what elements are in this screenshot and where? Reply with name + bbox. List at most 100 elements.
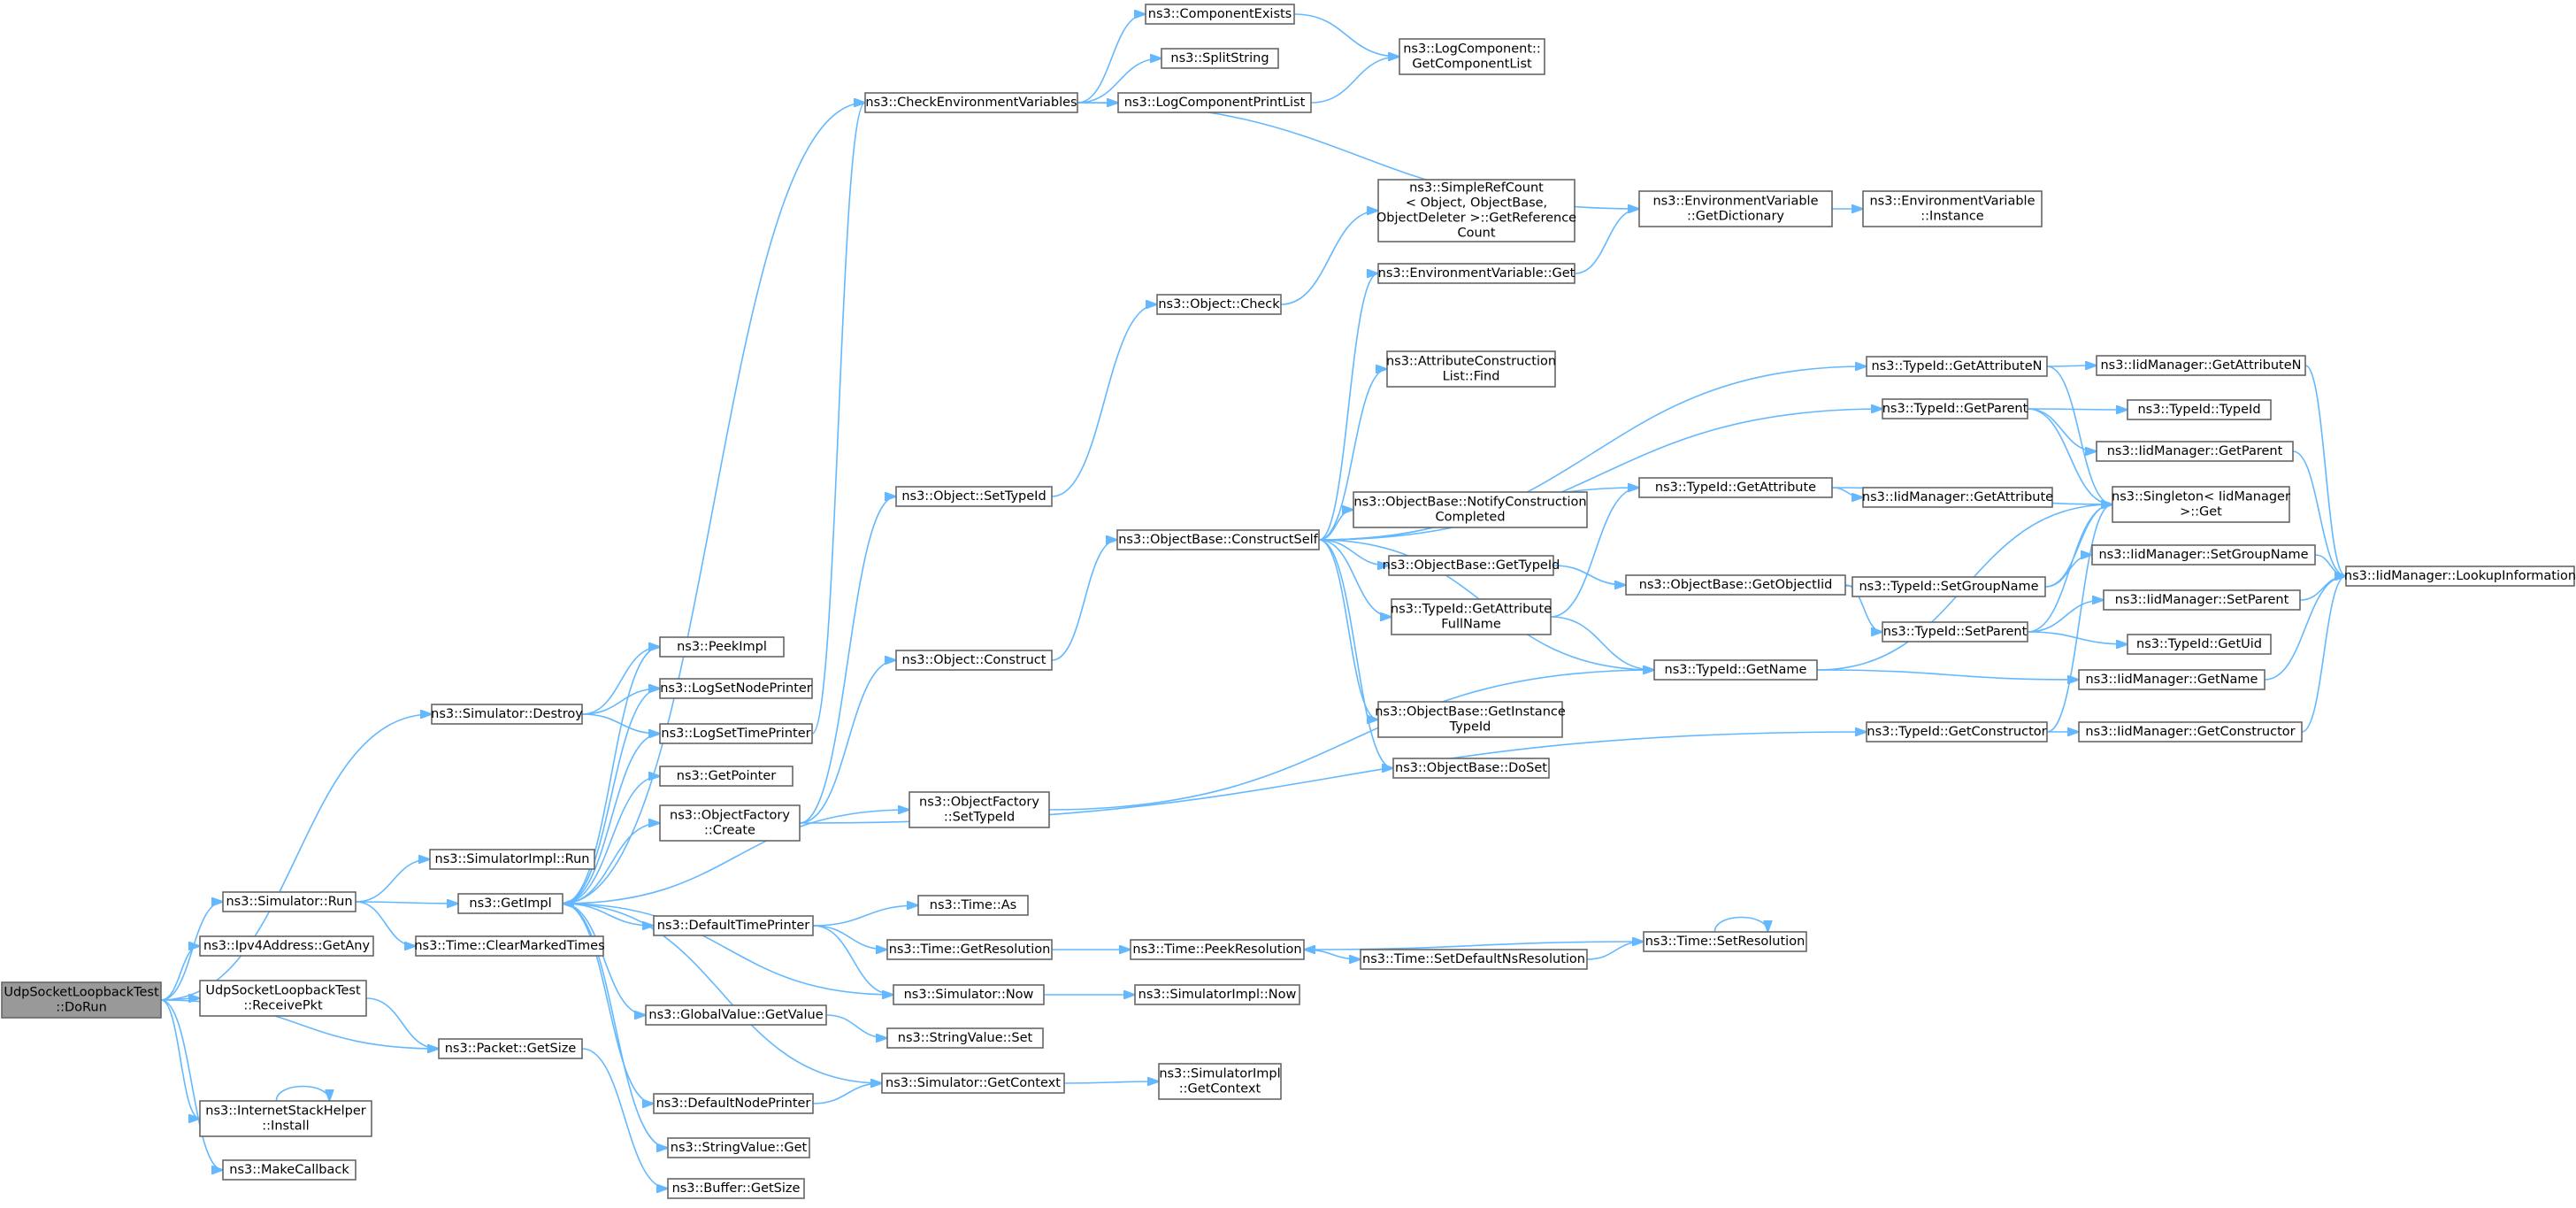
node-label: ns3::Object::Check [1158,297,1280,312]
node-label: < Object, ObjectBase, [1406,196,1547,211]
node-globalValueGet[interactable]: ns3::GlobalValue::GetValue [645,1004,827,1026]
node-typeIdGetAttrN[interactable]: ns3::TypeId::GetAttributeN [1866,356,2048,377]
node-envVarGet[interactable]: ns3::EnvironmentVariable::Get [1377,263,1576,284]
node-box [1145,4,1295,25]
node-simGetContext[interactable]: ns3::Simulator::GetContext [881,1073,1065,1094]
node-getImpl[interactable]: ns3::GetImpl [457,893,564,914]
node-objCheck[interactable]: ns3::Object::Check [1156,294,1282,315]
node-timeAs[interactable]: ns3::Time::As [917,895,1029,916]
node-componentExists[interactable]: ns3::ComponentExists [1145,4,1295,25]
node-defaultNodePrinter[interactable]: ns3::DefaultNodePrinter [653,1093,814,1114]
node-envVarGetDict[interactable]: ns3::EnvironmentVariable::GetDictionary [1638,190,1833,227]
node-iidSetParent[interactable]: ns3::IidManager::SetParent [2103,589,2301,611]
node-simNow[interactable]: ns3::Simulator::Now [893,984,1045,1005]
node-defaultTimePrinter[interactable]: ns3::DefaultTimePrinter [653,915,814,936]
node-getPointer[interactable]: ns3::GetPointer [659,766,794,787]
node-label: ns3::ObjectBase::GetTypeId [1383,558,1560,573]
node-objFactorySetTypeId[interactable]: ns3::ObjectFactory::SetTypeId [908,791,1050,828]
edge-getImpl-to-logSetTimePrinter [562,734,660,904]
node-box [659,766,794,787]
node-simpleRefCount[interactable]: ns3::SimpleRefCount< Object, ObjectBase,… [1376,179,1576,242]
node-packetGetSize[interactable]: ns3::Packet::GetSize [438,1038,583,1059]
node-objFactoryCreate[interactable]: ns3::ObjectFactory::Create [659,804,801,842]
edge-constructSelf-to-typeIdGetParent [1318,409,1882,541]
node-timeSetRes[interactable]: ns3::Time::SetResolution [1643,931,1807,952]
node-envVarInstance[interactable]: ns3::EnvironmentVariable::Instance [1862,190,2043,227]
node-logSetTimePrinter[interactable]: ns3::LogSetTimePrinter [659,723,813,744]
node-makeCallback[interactable]: ns3::MakeCallback [222,1159,356,1181]
node-iidLookupInfo[interactable]: ns3::IidManager::LookupInformation [2344,566,2576,587]
node-simDestroy[interactable]: ns3::Simulator::Destroy [431,704,583,725]
node-clearMarked[interactable]: ns3::Time::ClearMarkedTimes [414,935,605,957]
node-iidGetParent[interactable]: ns3::IidManager::GetParent [2096,441,2294,462]
node-typeIdGetParent[interactable]: ns3::TypeId::GetParent [1882,398,2028,419]
node-objConstruct[interactable]: ns3::Object::Construct [895,650,1053,671]
node-iidGetConstructor[interactable]: ns3::IidManager::GetConstructor [2078,721,2303,742]
node-box [886,939,1053,960]
edge-getAttrFullName-to-typeIdGetName [1550,616,1654,670]
node-logCompGetList[interactable]: ns3::LogComponent::GetComponentList [1399,38,1545,75]
node-label: ns3::Ipv4Address::GetAny [203,939,370,953]
node-timePeekRes[interactable]: ns3::Time::PeekResolution [1130,939,1305,960]
node-label: ns3::PeekImpl [677,640,767,654]
node-logSetNodePrinter[interactable]: ns3::LogSetNodePrinter [659,678,813,699]
node-box [895,650,1053,671]
node-iidGetAttrN[interactable]: ns3::IidManager::GetAttributeN [2096,355,2306,376]
node-box [1158,1063,1282,1100]
node-timeGetRes[interactable]: ns3::Time::GetResolution [886,939,1053,960]
node-simImplNow[interactable]: ns3::SimulatorImpl::Now [1134,984,1300,1005]
node-splitString[interactable]: ns3::SplitString [1161,48,1279,69]
node-ipv4GetAny[interactable]: ns3::Ipv4Address::GetAny [199,935,374,957]
node-doRun[interactable]: UdpSocketLoopbackTest::DoRun [1,981,162,1019]
edge-typeIdSetParent-to-iidSetParent [2027,600,2104,633]
node-doSet[interactable]: ns3::ObjectBase::DoSet [1392,758,1550,779]
node-label: ns3::Simulator::Now [904,988,1034,1002]
node-simImplGetContext[interactable]: ns3::SimulatorImpl::GetContext [1158,1063,1282,1100]
edge-defaultTimePrinter-to-timeGetRes [812,925,887,950]
edge-envVarGet-to-envVarGetDict [1574,209,1639,274]
edge-getImpl-to-peekImpl [562,647,660,904]
node-typeIdTypeId[interactable]: ns3::TypeId::TypeId [2127,399,2272,420]
node-constructSelf[interactable]: ns3::ObjectBase::ConstructSelf [1116,529,1320,550]
node-iidGetAttribute[interactable]: ns3::IidManager::GetAttribute [1862,487,2053,508]
node-typeIdGetConstructor[interactable]: ns3::TypeId::GetConstructor [1866,721,2048,742]
node-box [1391,598,1552,635]
edge-constructSelf-to-objBaseGetTypeId [1318,539,1389,566]
node-label: ns3::TypeId::GetAttributeN [1871,359,2042,373]
node-objSetTypeId[interactable]: ns3::Object::SetTypeId [895,486,1053,507]
node-box [864,92,1078,113]
node-typeIdSetGroupName[interactable]: ns3::TypeId::SetGroupName [1852,576,2046,597]
node-setDefaultNsRes[interactable]: ns3::Time::SetDefaultNsResolution [1360,949,1588,970]
node-typeIdSetParent[interactable]: ns3::TypeId::SetParent [1882,621,2028,642]
node-box [2127,634,2272,655]
node-simRun[interactable]: ns3::Simulator::Run [222,891,356,912]
node-typeIdGetUid[interactable]: ns3::TypeId::GetUid [2127,634,2272,655]
node-typeIdGetAttr[interactable]: ns3::TypeId::GetAttribute [1638,477,1833,498]
node-checkEnv[interactable]: ns3::CheckEnvironmentVariables [864,92,1078,113]
node-notifyConstr[interactable]: ns3::ObjectBase::NotifyConstructionCompl… [1353,491,1588,528]
node-iidGetName[interactable]: ns3::IidManager::GetName [2078,669,2266,690]
node-label: ::ReceivePkt [243,999,323,1013]
node-simImplRun[interactable]: ns3::SimulatorImpl::Run [429,849,595,870]
node-bufferGetSize[interactable]: ns3::Buffer::GetSize [667,1178,805,1199]
node-singletonGet[interactable]: ns3::Singleton< IidManager >::Get [2112,486,2290,523]
node-typeIdGetName[interactable]: ns3::TypeId::GetName [1653,659,1818,681]
node-peekImpl[interactable]: ns3::PeekImpl [659,636,785,658]
node-getObjectIid[interactable]: ns3::ObjectBase::GetObjectIid [1625,574,1846,596]
node-label: ns3::ObjectFactory [670,809,790,823]
node-logCompPrintList[interactable]: ns3::LogComponentPrintList [1117,92,1312,113]
node-objBaseGetTypeId[interactable]: ns3::ObjectBase::GetTypeId [1383,555,1560,576]
edge-iidSetParent-to-iidLookupInfo [2299,576,2346,601]
node-stringValueSet[interactable]: ns3::StringValue::Set [886,1027,1044,1049]
node-receivePkt[interactable]: UdpSocketLoopbackTest::ReceivePkt [199,980,367,1017]
node-iidSetGroupName[interactable]: ns3::IidManager::SetGroupName [2091,544,2316,566]
node-internetInstall[interactable]: ns3::InternetStackHelper::Install [199,1100,372,1137]
edge-typeIdGetConstructor-to-singletonGet [2046,504,2112,733]
node-box [881,1073,1065,1094]
node-label: ns3::TypeId::SetParent [1883,625,2028,639]
node-stringValueGet[interactable]: ns3::StringValue::Get [667,1137,810,1158]
node-label: ns3::LogSetNodePrinter [660,681,812,696]
